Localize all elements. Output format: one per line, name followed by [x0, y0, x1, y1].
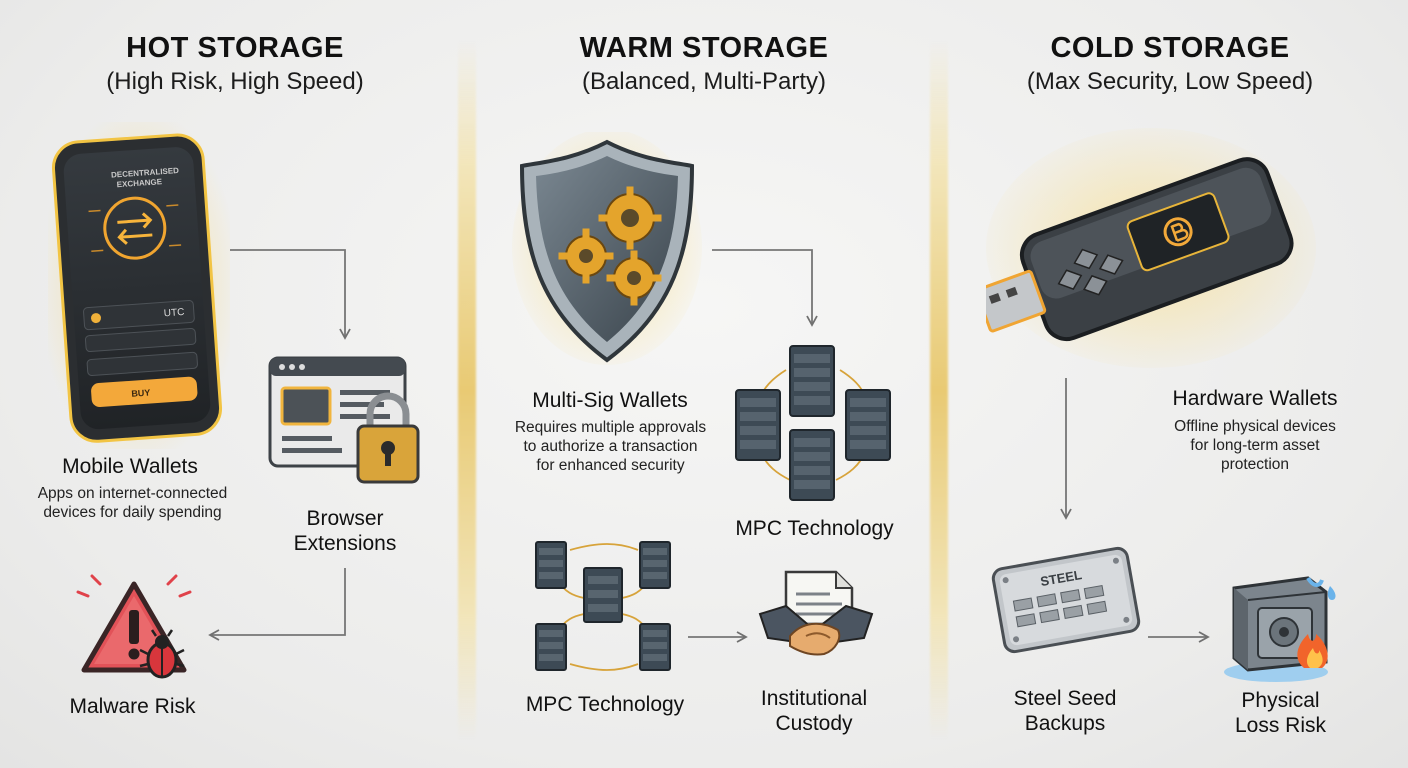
smartphone-icon: DECENTRALISED EXCHANGE UTC BUY [48, 122, 230, 449]
malware-risk-label: Malware Risk [69, 695, 196, 718]
column-divider [458, 40, 476, 740]
warm-storage-subtitle: (Balanced, Multi-Party) [581, 68, 827, 95]
physical-loss-risk-label: Physical Loss Risk [1234, 689, 1327, 737]
safe-fire-water-icon [1224, 576, 1336, 682]
browser-padlock-icon [268, 356, 420, 484]
malware-warning-icon [76, 574, 192, 679]
mobile-wallets-label: Mobile Wallets [62, 455, 198, 478]
svg-text:BUY: BUY [131, 387, 151, 398]
mpc-technology-label-left: MPC Technology [525, 693, 685, 716]
multi-sig-wallets-label: Multi-Sig Wallets [532, 389, 688, 412]
arrow-mobile-to-browser [230, 249, 351, 340]
svg-text:UTC: UTC [163, 307, 184, 319]
mpc-servers-icon [735, 345, 891, 501]
hot-storage-title: HOT STORAGE [126, 32, 344, 64]
cold-storage-subtitle: (Max Security, Low Speed) [1026, 68, 1314, 95]
warm-storage-title: WARM STORAGE [579, 32, 829, 64]
mobile-wallets-description: Apps on internet-connected devices for d… [37, 485, 228, 521]
steel-seed-plate-icon: STEEL [991, 546, 1141, 654]
mpc-technology-label-right: MPC Technology [735, 517, 894, 540]
hardware-wallets-description: Offline physical devices for long-term a… [1174, 418, 1336, 473]
column-divider [930, 40, 948, 740]
svg-text:EXCHANGE: EXCHANGE [116, 177, 163, 189]
handshake-contract-icon [758, 570, 874, 656]
shield-gears-icon [512, 132, 702, 365]
browser-extensions-label: Browser Extensions [293, 507, 397, 555]
svg-text:STEEL: STEEL [1039, 567, 1083, 589]
cold-storage-title: COLD STORAGE [1050, 32, 1290, 64]
mpc-servers-network-icon [535, 541, 671, 671]
multi-sig-description: Requires multiple approvals to authorize… [514, 419, 707, 474]
arrow-browser-to-malware [208, 568, 346, 641]
hardware-wallets-label: Hardware Wallets [1172, 387, 1338, 410]
hot-storage-subtitle: (High Risk, High Speed) [106, 68, 364, 95]
arrow-multisig-to-mpc [712, 249, 818, 327]
hardware-wallet-icon [986, 128, 1316, 368]
institutional-custody-label: Institutional Custody [760, 687, 868, 735]
steel-seed-backups-label: Steel Seed Backups [1013, 687, 1117, 735]
server-rack [789, 345, 835, 417]
